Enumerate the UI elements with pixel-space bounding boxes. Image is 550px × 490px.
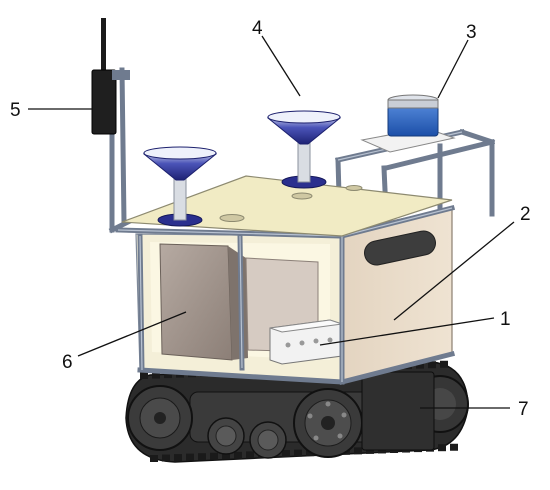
tread-segment [164,371,172,379]
leader-line-3 [437,39,469,99]
track-assembly [125,360,469,463]
leader-line-2 [393,221,515,321]
drive-wheel-front [293,388,363,458]
tread-segment [294,449,302,457]
leader-line-6 [77,311,187,357]
road-wheel [249,421,287,459]
tread-segment [416,361,424,369]
callout-6: 6 [62,352,73,373]
tread-segment [428,361,436,369]
leader-line-4 [261,35,301,97]
gnss-antenna-right [266,110,342,189]
callout-4: 4 [252,18,263,39]
gnss-antenna-left [142,146,218,227]
tread-segment [198,453,206,461]
tread-segment [150,455,158,462]
tread-segment [282,450,290,458]
leader-lines [28,35,515,409]
drive-wheel-rear [127,385,193,451]
top-deck [121,175,453,237]
battery-box [159,243,233,361]
tread-segment [186,453,194,461]
side-slot [364,230,436,266]
controller-module [269,319,343,365]
callout-2: 2 [520,204,531,225]
tread-segment [152,371,160,379]
lidar-sensor [360,94,456,153]
tread-segment [440,360,448,368]
tread-segment [450,443,458,451]
tread-segment [174,454,182,462]
tread-segment [210,452,218,460]
road-wheel [207,417,245,455]
tread-segment [246,451,254,459]
tread-segment [222,452,230,460]
callout-3: 3 [466,22,477,43]
motor-box [361,371,435,451]
tread-segment [162,454,170,462]
callout-labels: 1 2 3 4 5 6 7 [10,18,531,420]
tread-segment [438,444,446,452]
tread-segment [354,447,362,455]
callout-7: 7 [518,399,529,420]
callout-5: 5 [10,100,21,121]
callout-1: 1 [500,309,511,330]
tread-segment [234,451,242,459]
tread-segment [140,372,148,379]
wireless-antenna-unit [91,18,130,135]
leader-line-1 [319,317,495,346]
